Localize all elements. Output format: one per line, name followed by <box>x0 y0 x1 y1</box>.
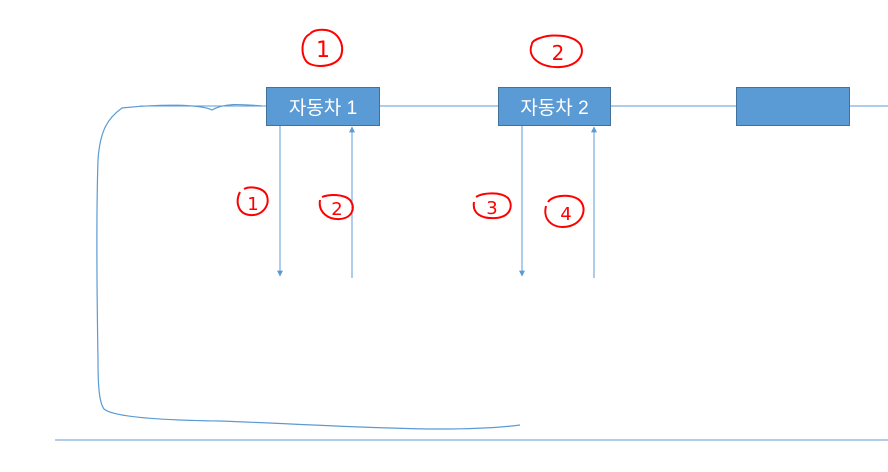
handdrawn-loop-line <box>96 103 521 430</box>
annotation-above-box2: 2 <box>529 34 583 69</box>
annotation-arrow-3-label: 3 <box>486 198 497 219</box>
car-1-box: 자동차 1 <box>266 87 380 126</box>
annotation-arrow-4: 4 <box>544 194 585 228</box>
annotation-arrow-2: 2 <box>318 194 354 221</box>
annotation-arrow-2-label: 2 <box>331 199 342 220</box>
annotation-arrow-4-label: 4 <box>560 204 571 225</box>
car-2-label: 자동차 2 <box>520 98 589 119</box>
car-2-box: 자동차 2 <box>498 87 611 126</box>
annotation-arrow-1: 1 <box>236 186 269 217</box>
annotation-above-box2-label: 2 <box>552 41 565 65</box>
annotation-arrow-3: 3 <box>472 192 512 220</box>
car-1-label: 자동차 1 <box>288 98 358 119</box>
annotation-above-box1-label: 1 <box>316 38 330 63</box>
annotation-above-box1: 1 <box>301 28 344 67</box>
annotation-arrow-1-label: 1 <box>247 194 258 215</box>
empty-box <box>736 87 850 126</box>
